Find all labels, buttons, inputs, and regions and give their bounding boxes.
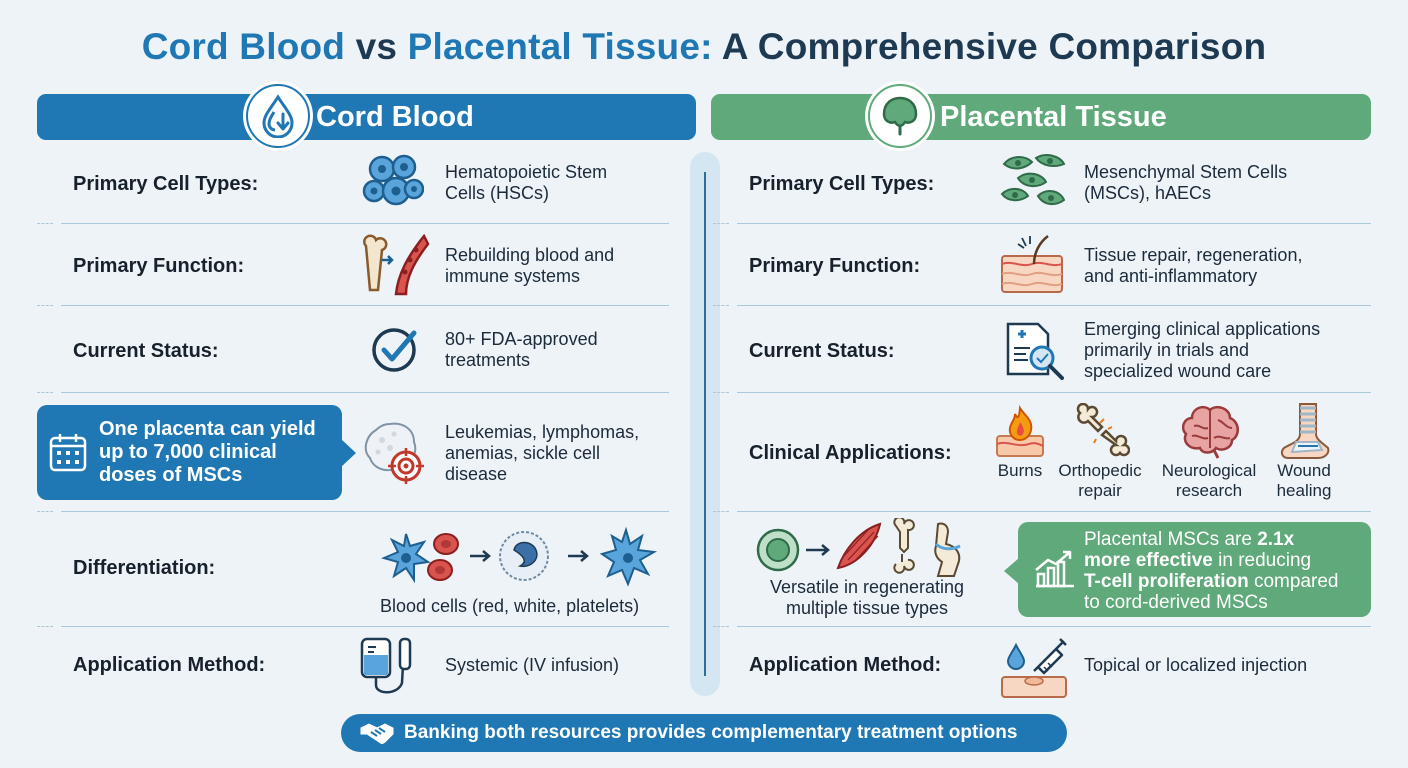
burn-icon bbox=[995, 404, 1045, 463]
right-function-label: Primary Function: bbox=[749, 255, 921, 277]
page-title: Cord Blood vs Placental Tissue: A Compre… bbox=[141, 26, 1267, 67]
left-status-label: Current Status: bbox=[73, 340, 219, 362]
broken-bone-icon bbox=[1074, 402, 1131, 464]
skin-layers-icon bbox=[1000, 234, 1064, 299]
placental-tissue-header-label: Placental Tissue bbox=[940, 100, 1167, 133]
left-separator bbox=[37, 222, 669, 224]
right-status-value: Emerging clinical applications primarily… bbox=[1084, 319, 1321, 381]
placenta-tree-icon bbox=[868, 84, 932, 148]
handshake-icon bbox=[359, 720, 395, 752]
blood-drop-icon bbox=[246, 84, 310, 148]
right-status-label: Current Status: bbox=[749, 340, 895, 362]
left-separator bbox=[37, 304, 669, 306]
left-separator bbox=[37, 510, 669, 512]
left-differentiation-label: Differentiation: bbox=[73, 557, 216, 579]
right-separator bbox=[713, 625, 1371, 627]
mscs-effectiveness-callout: Placental MSCs are 2.1x more effective i… bbox=[1004, 522, 1371, 617]
left-applications-value: Leukemias, lymphomas, anemias, sickle ce… bbox=[445, 422, 640, 484]
left-status-value: 80+ FDA-approved treatments bbox=[445, 329, 598, 370]
clinical-document-search-icon bbox=[1004, 320, 1066, 385]
bandaged-foot-icon bbox=[1278, 402, 1332, 465]
right-separator bbox=[713, 304, 1371, 306]
right-separator bbox=[713, 222, 1371, 224]
cord-blood-header-label: Cord Blood bbox=[316, 100, 474, 133]
right-separator bbox=[713, 391, 1371, 393]
right-method-label: Application Method: bbox=[749, 654, 942, 676]
growth-chart-icon bbox=[1032, 550, 1076, 595]
topical-injection-icon bbox=[1000, 633, 1070, 704]
checkmark-icon bbox=[370, 324, 420, 379]
left-cell-types-value: Hematopoietic Stem Cells (HSCs) bbox=[445, 162, 608, 203]
cell-to-tissue-icon bbox=[752, 516, 972, 585]
iv-bag-icon bbox=[358, 633, 428, 704]
placenta-yield-callout: One placenta can yield up to 7,000 clini… bbox=[37, 405, 356, 500]
right-cell-types-label: Primary Cell Types: bbox=[749, 173, 935, 195]
left-function-value: Rebuilding blood and immune systems bbox=[445, 245, 615, 286]
cord-blood-header: Cord Blood bbox=[37, 84, 696, 148]
right-applications-label: Clinical Applications: bbox=[749, 442, 952, 464]
burns-caption: Burns bbox=[997, 461, 1043, 480]
placental-tissue-header: Placental Tissue bbox=[711, 84, 1371, 148]
calendar-icon bbox=[48, 431, 88, 478]
wound-healing-caption: Wound healing bbox=[1276, 461, 1332, 500]
left-separator bbox=[37, 391, 669, 393]
left-function-label: Primary Function: bbox=[73, 255, 245, 277]
right-separator bbox=[713, 510, 1371, 512]
left-separator bbox=[37, 625, 669, 627]
left-cell-types-label: Primary Cell Types: bbox=[73, 173, 259, 195]
orthopedic-repair-caption: Orthopedic repair bbox=[1058, 461, 1142, 500]
target-cell-icon bbox=[360, 418, 428, 491]
mesenchymal-cells-icon bbox=[998, 150, 1070, 219]
left-method-value: Systemic (IV infusion) bbox=[445, 655, 620, 675]
left-method-label: Application Method: bbox=[73, 654, 266, 676]
footer-text: Banking both resources provides compleme… bbox=[404, 722, 1018, 743]
right-differentiation-caption: Versatile in regenerating multiple tissu… bbox=[769, 577, 965, 618]
right-cell-types-value: Mesenchymal Stem Cells (MSCs), hAECs bbox=[1084, 162, 1288, 203]
stem-cells-icon bbox=[362, 151, 425, 218]
right-function-value: Tissue repair, regeneration, and anti-in… bbox=[1084, 245, 1303, 286]
neurological-research-caption: Neurological research bbox=[1161, 461, 1257, 500]
left-differentiation-caption: Blood cells (red, white, platelets) bbox=[380, 596, 640, 616]
footer-banner: Banking both resources provides compleme… bbox=[341, 714, 1067, 752]
bone-vessel-icon bbox=[358, 233, 430, 301]
right-method-value: Topical or localized injection bbox=[1084, 655, 1308, 675]
center-divider bbox=[690, 152, 720, 696]
brain-icon bbox=[1178, 402, 1242, 465]
blood-differentiation-icon bbox=[380, 522, 660, 597]
